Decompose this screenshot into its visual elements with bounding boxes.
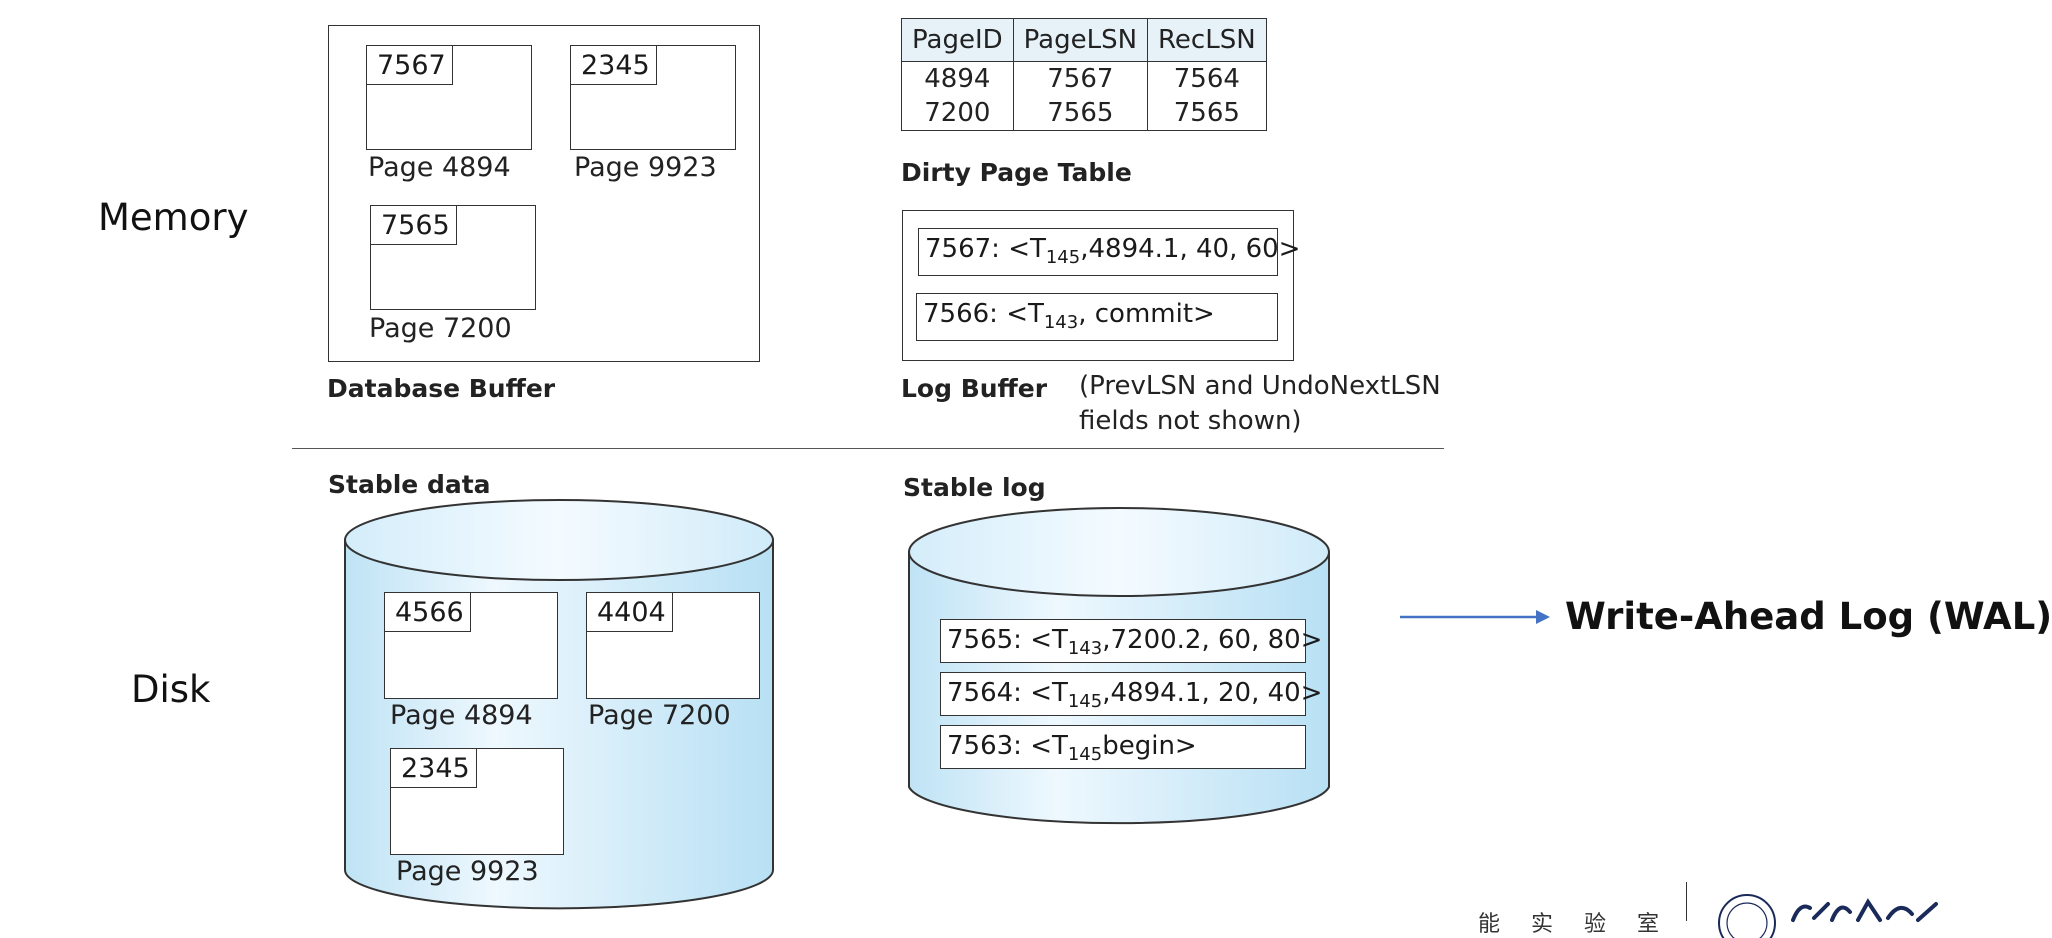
buffer-page-4894: 7567 <box>366 45 532 150</box>
column-header: PageLSN <box>1012 18 1149 62</box>
page-lsn: 7565 <box>370 205 457 245</box>
table-cell: 7200 <box>901 96 1014 131</box>
wal-annotation: Write-Ahead Log (WAL) <box>1565 595 2052 638</box>
disk-label: Disk <box>131 668 211 711</box>
buffer-page-9923-label: Page 9923 <box>574 152 717 183</box>
page-lsn: 2345 <box>390 748 477 788</box>
stable-log-record: 7565: <T143,7200.2, 60, 80> <box>940 619 1322 663</box>
memory-disk-divider <box>292 448 1444 449</box>
university-logo-icon <box>1791 898 1938 922</box>
logo-divider <box>1686 882 1687 921</box>
dirty-page-table: PageID PageLSN RecLSN 4894 7567 7564 720… <box>901 18 1267 131</box>
table-cell: 7564 <box>1147 61 1267 96</box>
stable-log-record: 7563: <T145begin> <box>940 725 1306 769</box>
table-cell: 4894 <box>901 61 1014 96</box>
stable-data-caption: Stable data <box>328 470 491 499</box>
database-buffer-caption: Database Buffer <box>327 374 556 403</box>
university-seal-icon <box>1718 894 1776 938</box>
memory-label: Memory <box>98 196 249 239</box>
stable-page-4894-label: Page 4894 <box>390 700 533 731</box>
table-cell: 7565 <box>1012 96 1149 131</box>
stable-page-4894: 4566 <box>384 592 558 699</box>
buffer-page-7200-label: Page 7200 <box>369 313 512 344</box>
lab-logo-text: 能 实 验 室 <box>1478 912 1671 937</box>
log-buffer-note: (PrevLSN and UndoNextLSN fields not show… <box>1079 371 1441 436</box>
log-buffer-record: 7567: <T145,4894.1, 40, 60> <box>918 228 1300 276</box>
buffer-page-7200: 7565 <box>370 205 536 310</box>
column-header: RecLSN <box>1147 18 1267 62</box>
log-buffer-record: 7566: <T143, commit> <box>916 293 1278 341</box>
table-row: 7200 7565 7565 <box>901 96 1267 131</box>
stable-log-caption: Stable log <box>903 473 1046 502</box>
stable-page-7200-label: Page 7200 <box>588 700 731 731</box>
table-cell: 7565 <box>1147 96 1267 131</box>
stable-log-cylinder <box>908 507 1330 825</box>
stable-page-9923-label: Page 9923 <box>396 856 539 887</box>
table-header-row: PageID PageLSN RecLSN <box>901 18 1267 62</box>
stable-page-7200: 4404 <box>586 592 760 699</box>
column-header: PageID <box>901 18 1014 62</box>
page-lsn: 2345 <box>570 45 657 85</box>
page-lsn: 7567 <box>366 45 453 85</box>
log-buffer-caption: Log Buffer <box>901 374 1048 403</box>
table-cell: 7567 <box>1012 61 1149 96</box>
stable-log-record: 7564: <T145,4894.1, 20, 40> <box>940 672 1322 716</box>
buffer-page-9923: 2345 <box>570 45 736 150</box>
page-lsn: 4404 <box>586 592 673 632</box>
buffer-page-4894-label: Page 4894 <box>368 152 511 183</box>
stable-page-9923: 2345 <box>390 748 564 855</box>
page-lsn: 4566 <box>384 592 471 632</box>
table-row: 4894 7567 7564 <box>901 61 1267 96</box>
dirty-page-table-caption: Dirty Page Table <box>901 158 1132 187</box>
wal-arrow-icon <box>1400 610 1550 624</box>
